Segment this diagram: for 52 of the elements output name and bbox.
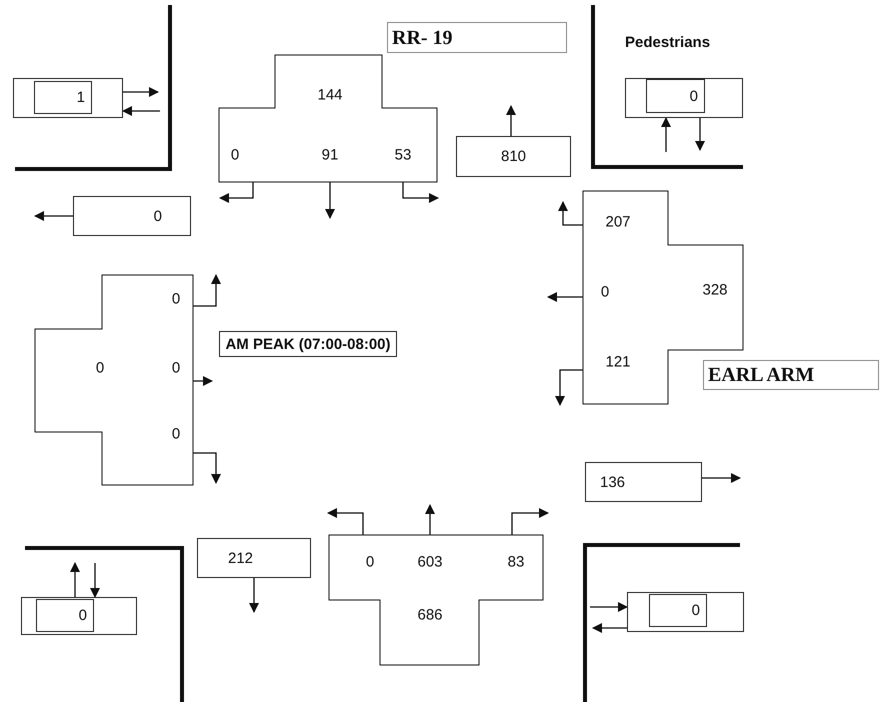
count-value: 0 xyxy=(172,426,180,442)
arrow xyxy=(702,473,741,483)
arrow xyxy=(661,117,671,152)
count-box: 136 xyxy=(585,462,702,502)
count-value: 0 xyxy=(172,292,180,306)
count-value: 328 xyxy=(702,282,728,298)
count-box: 0 xyxy=(649,594,707,627)
count-value: 121 xyxy=(605,354,631,370)
arrow xyxy=(511,508,549,535)
count-value: 0 xyxy=(366,554,374,570)
count-value: 603 xyxy=(417,554,443,570)
arrow xyxy=(327,508,364,535)
arrow xyxy=(123,87,159,97)
count-value: 83 xyxy=(508,554,524,570)
count-value: 207 xyxy=(605,214,631,230)
title-box: EARL ARM xyxy=(703,360,879,390)
count-box: 810 xyxy=(456,136,571,177)
heading-label: Pedestrians xyxy=(625,34,710,51)
count-box: 0 xyxy=(646,79,705,113)
arrow xyxy=(219,182,254,203)
count-box: 212 xyxy=(197,538,311,578)
arrow xyxy=(590,602,628,612)
arrow xyxy=(402,182,439,203)
arrow xyxy=(193,452,221,484)
arrow xyxy=(425,504,435,535)
arrow xyxy=(558,201,583,226)
count-box: 1 xyxy=(34,81,92,114)
arrow xyxy=(555,369,583,406)
arrow xyxy=(592,623,627,633)
arrow xyxy=(547,292,583,302)
count-box: 0 xyxy=(36,599,94,632)
arrow xyxy=(193,376,213,386)
arrow xyxy=(122,106,160,116)
arrow xyxy=(506,105,516,136)
count-value: 686 xyxy=(417,608,443,622)
count-box: AM PEAK (07:00-08:00) xyxy=(219,331,397,357)
arrow xyxy=(193,274,221,307)
arrow xyxy=(249,578,259,613)
arrow xyxy=(325,182,335,219)
count-value: 0 xyxy=(172,360,180,376)
arrow xyxy=(70,562,80,597)
count-value: 53 xyxy=(394,148,412,162)
count-value: 0 xyxy=(230,148,240,162)
arrow xyxy=(90,563,100,598)
arrow xyxy=(34,211,73,221)
count-value: 0 xyxy=(600,284,610,300)
arrow xyxy=(695,118,705,151)
count-value: 144 xyxy=(317,88,343,102)
count-box: 0 xyxy=(73,196,191,236)
count-value: 91 xyxy=(322,148,338,162)
title-box: RR- 19 xyxy=(387,22,567,53)
count-value: 0 xyxy=(96,360,104,376)
